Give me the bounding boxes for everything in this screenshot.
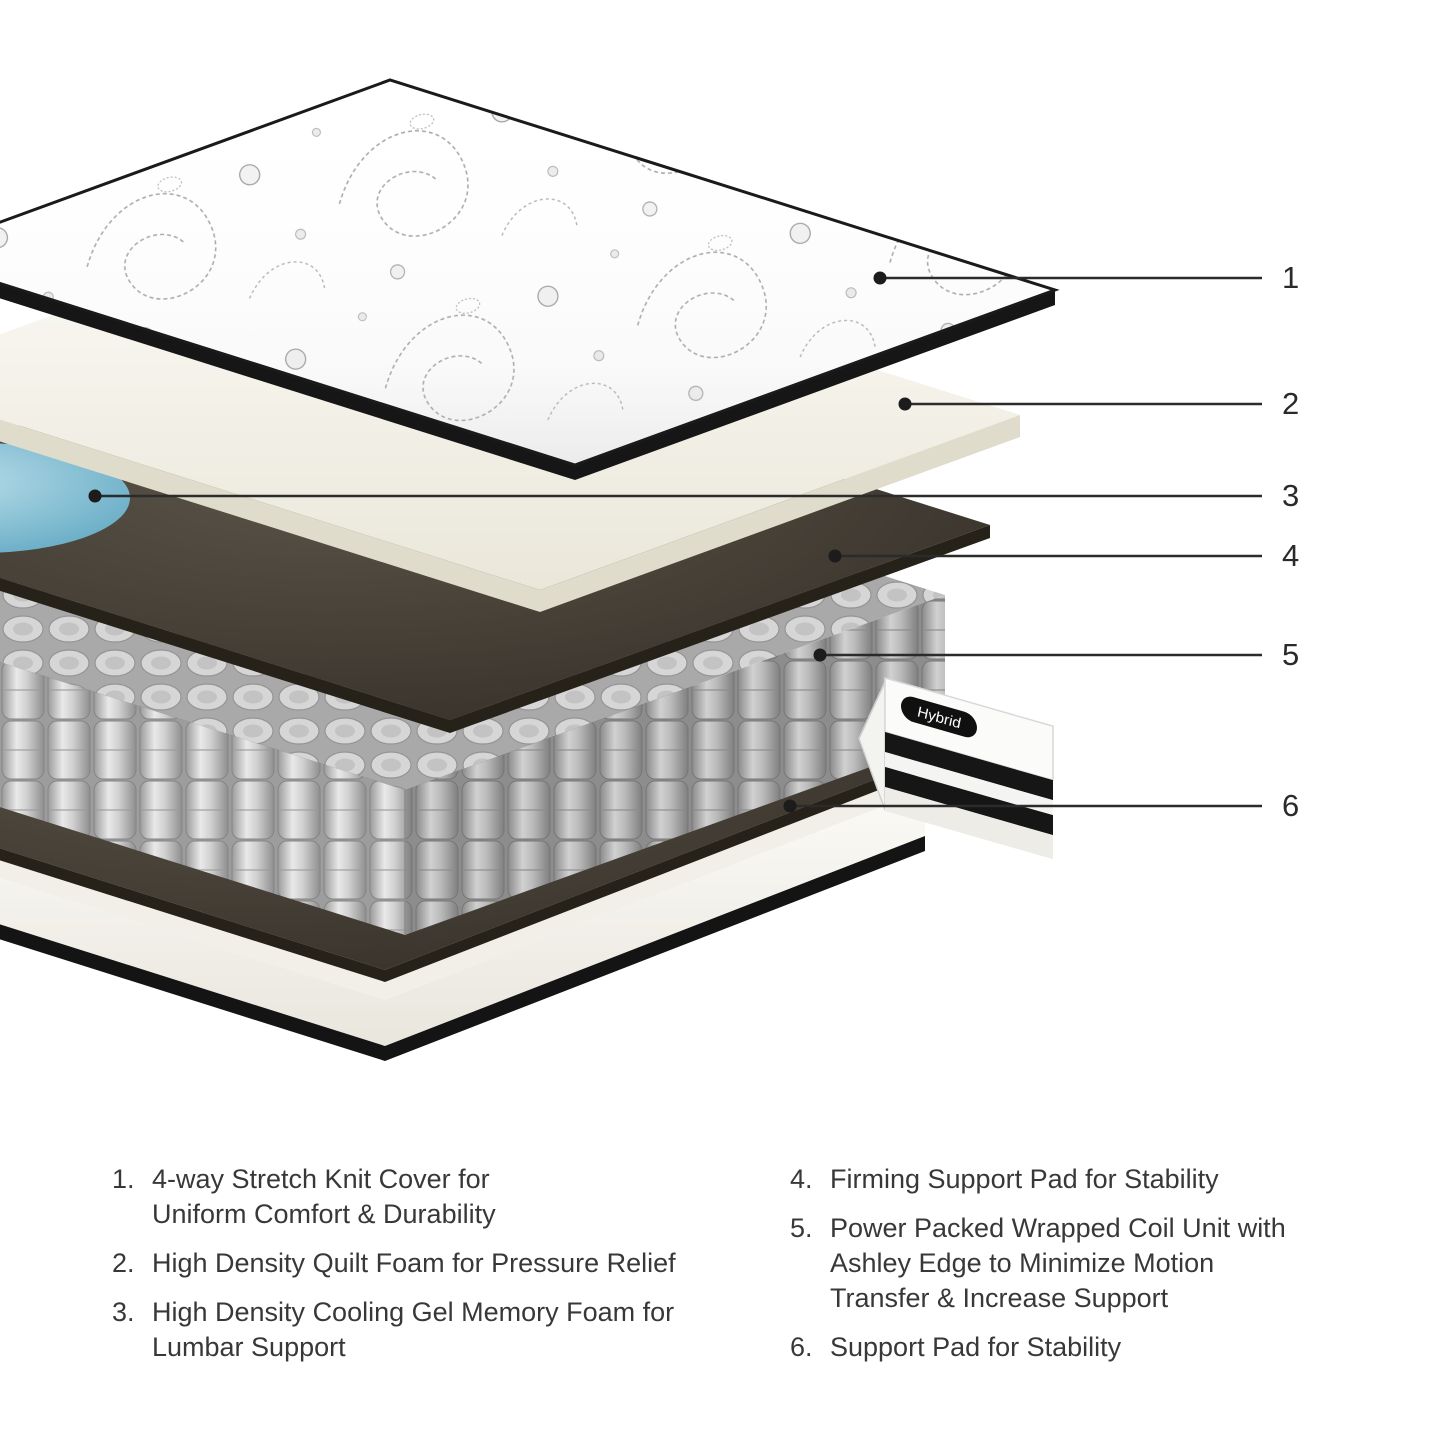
support-pad-bottom-side (0, 760, 925, 982)
coil-front-right-face (405, 595, 945, 935)
callout-dot-3 (88, 489, 102, 503)
layer-stretch-knit-cover (0, 78, 1060, 480)
callout-number-6: 6 (1282, 788, 1300, 823)
tag-label-pill (901, 696, 977, 738)
callout-dot-5 (813, 648, 827, 662)
tag-black-stripe-2 (885, 767, 1053, 836)
callout-number-2: 2 (1282, 386, 1300, 421)
legend-item-4-number: 4. (790, 1164, 813, 1194)
legend-item-2-number: 2. (112, 1248, 135, 1278)
callout-number-1: 1 (1282, 260, 1300, 295)
legend-item-6: 6. Support Pad for Stability (790, 1330, 1350, 1365)
legend-column-left: 1. 4-way Stretch Knit Cover for Uniform … (112, 1162, 762, 1365)
legend-item-4-text: Firming Support Pad for Stability (830, 1164, 1219, 1194)
callout-number-3: 3 (1282, 478, 1300, 513)
legend-item-1-number: 1. (112, 1164, 135, 1194)
callout-dot-1 (873, 271, 887, 285)
legend-item-5-number: 5. (790, 1213, 813, 1243)
legend-item-6-number: 6. (790, 1332, 813, 1362)
cover-edge-binding (0, 283, 1055, 480)
base-black-edge (0, 836, 925, 1061)
coil-front-left-face (0, 662, 405, 935)
legend-item-5: 5. Power Packed Wrapped Coil Unit with A… (790, 1211, 1350, 1316)
callout-dot-2 (898, 397, 912, 411)
callout-dot-6 (783, 799, 797, 813)
callout-number-4: 4 (1282, 538, 1300, 573)
legend-item-3-text: High Density Cooling Gel Memory Foam for… (152, 1297, 675, 1362)
legend-item-6-text: Support Pad for Stability (830, 1332, 1122, 1362)
legend-item-1-text: 4-way Stretch Knit Cover for Uniform Com… (152, 1164, 496, 1229)
tag-black-stripe-1 (885, 732, 1053, 801)
legend-item-5-text: Power Packed Wrapped Coil Unit with Ashl… (830, 1213, 1286, 1313)
legend-item-2: 2. High Density Quilt Foam for Pressure … (112, 1246, 762, 1281)
legend-item-2-text: High Density Quilt Foam for Pressure Rel… (152, 1248, 676, 1278)
coil-right-shading (405, 595, 945, 935)
callout-lines (95, 276, 1262, 808)
legend-column-right: 4. Firming Support Pad for Stability 5. … (790, 1162, 1350, 1365)
cover-outline (0, 78, 1060, 467)
tag-white-stripe (885, 752, 1053, 816)
mattress-exploded-diagram: Hybrid (0, 78, 1262, 1061)
legend-item-3-number: 3. (112, 1297, 135, 1327)
callout-dot-4 (828, 549, 842, 563)
hybrid-corner-tag: Hybrid (858, 677, 1054, 860)
base-front-face (0, 790, 925, 1046)
callout-number-5: 5 (1282, 637, 1300, 672)
legend-item-1: 1. 4-way Stretch Knit Cover for Uniform … (112, 1162, 762, 1232)
callout-dots (88, 271, 912, 813)
legend-item-4: 4. Firming Support Pad for Stability (790, 1162, 1350, 1197)
cover-shading (0, 80, 1055, 465)
legend-item-3: 3. High Density Cooling Gel Memory Foam … (112, 1295, 762, 1365)
